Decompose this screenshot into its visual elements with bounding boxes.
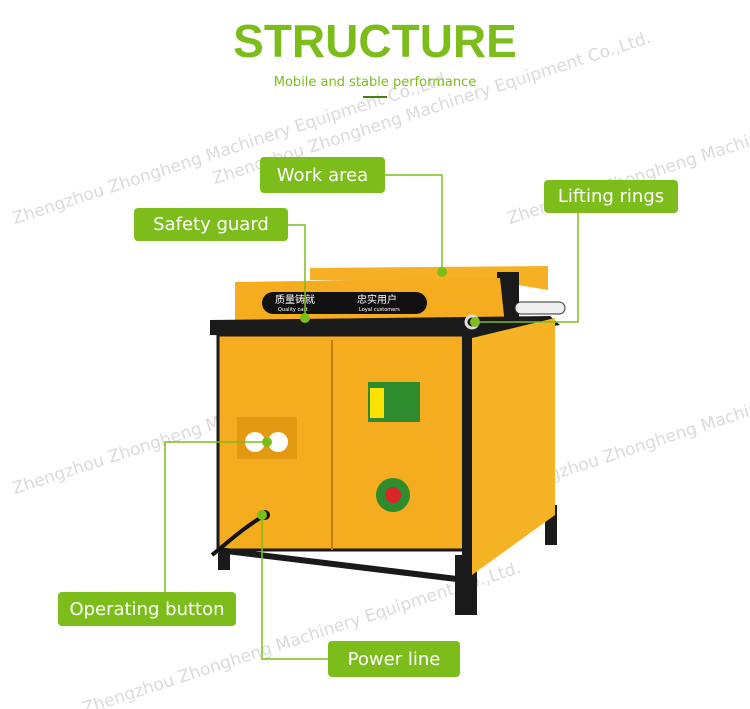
sticker-mark (370, 388, 384, 418)
page-title: STRUCTURE (233, 15, 517, 67)
label-safety-guard: Safety guard (134, 208, 288, 241)
label-operating-button: Operating button (58, 592, 236, 626)
divider (363, 96, 387, 98)
side-panel (472, 318, 555, 575)
work-area-lid (310, 266, 548, 290)
operating-button (268, 432, 288, 452)
guard-text-right-cn: 忠实用户 (357, 293, 397, 306)
guard-text-right-en: Loyal customers (359, 307, 400, 313)
page-subtitle: Mobile and stable performance (273, 75, 477, 90)
guard-text-left-cn: 质量铸就 (275, 293, 315, 306)
label-power-line: Power line (328, 641, 460, 677)
guard-text-left-en: Quality cast (278, 307, 308, 313)
badge-seal-center (385, 487, 401, 503)
label-work-area: Work area (260, 157, 385, 193)
power-cable (210, 513, 267, 557)
frame-post (462, 335, 472, 580)
label-lifting-rings: Lifting rings (544, 180, 678, 213)
leader-lines (164, 174, 579, 660)
guard-banner (262, 292, 427, 314)
roller (514, 301, 566, 315)
leader-dots (257, 267, 480, 520)
frame-bottom (217, 547, 466, 583)
